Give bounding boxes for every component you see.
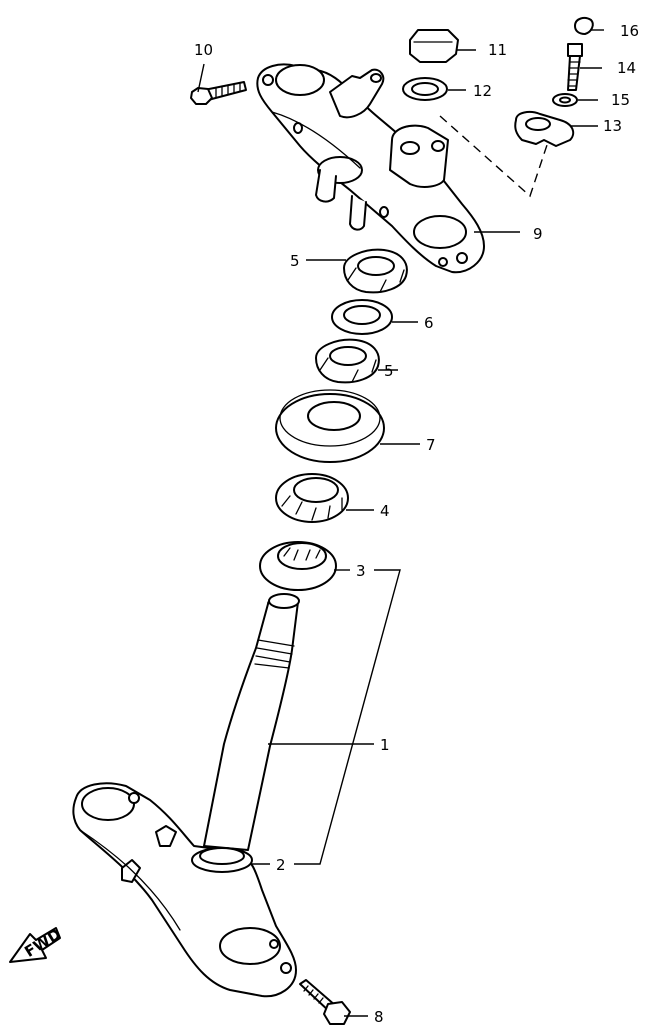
bolt-10	[190, 81, 247, 105]
fwd-arrow-icon: FWD	[9, 925, 64, 963]
bearing-4	[275, 473, 349, 523]
callout-13: 13	[603, 117, 622, 135]
leader-lines	[197, 29, 604, 1017]
bolt-14	[567, 43, 583, 91]
bearing-3	[259, 541, 337, 591]
callout-16: 16	[620, 22, 639, 40]
lock-nut-lower	[315, 338, 380, 384]
callout-12: 12	[473, 82, 492, 100]
callout-6: 6	[424, 314, 434, 332]
callout-11: 11	[488, 41, 507, 59]
dust-seal-7	[275, 389, 385, 463]
callout-9: 9	[533, 225, 543, 243]
upper-bracket	[256, 63, 485, 274]
callout-4: 4	[380, 502, 390, 520]
callout-10: 10	[194, 41, 213, 59]
callout-8: 8	[374, 1008, 384, 1026]
callout-1: 1	[380, 736, 390, 754]
callout-5-lower: 5	[384, 362, 394, 380]
steering-stem	[203, 593, 300, 851]
callout-15: 15	[611, 91, 630, 109]
callout-7: 7	[426, 436, 436, 454]
lock-nut-upper	[343, 248, 408, 294]
callout-14: 14	[617, 59, 636, 77]
cap-16	[574, 17, 594, 35]
callout-5-upper: 5	[290, 252, 300, 270]
callout-numbers: 10 11 12 16 14 15 13 9 5 6 5 7 4 3 1 2 8	[194, 22, 639, 1026]
washer-12	[402, 77, 448, 101]
lower-bracket	[72, 782, 297, 998]
callout-2: 2	[276, 856, 286, 874]
bolt-8	[299, 979, 351, 1025]
cap-nut	[409, 29, 459, 63]
washer-6	[331, 299, 393, 335]
washer-15	[552, 93, 578, 107]
holder-13	[514, 111, 575, 147]
callout-3: 3	[356, 562, 366, 580]
